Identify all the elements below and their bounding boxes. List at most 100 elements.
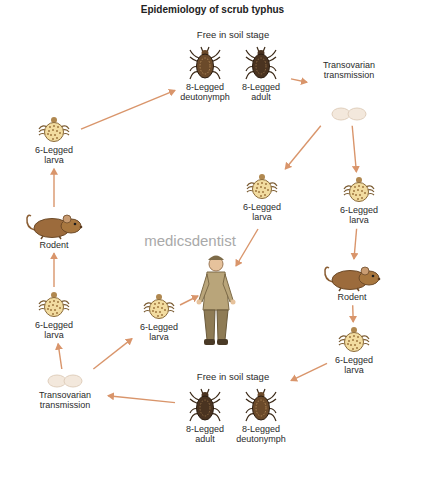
stage-node: 6-Legged larva — [238, 172, 286, 223]
figure-part — [197, 396, 214, 420]
deut-figure — [178, 44, 232, 82]
figure-part — [258, 191, 260, 193]
stage-node: 6-Legged larva — [30, 290, 78, 341]
figure-part — [256, 187, 258, 189]
figure-part — [348, 108, 366, 120]
figure-part — [153, 307, 155, 309]
figure-part — [355, 194, 357, 196]
figure-part — [52, 304, 54, 306]
cycle-arrow — [93, 339, 132, 369]
figure-drawing — [23, 210, 85, 240]
figure-part — [200, 58, 210, 74]
figure-part — [253, 54, 270, 78]
figure-drawing — [245, 44, 277, 82]
figure-part — [361, 197, 363, 199]
figure-part — [361, 190, 363, 192]
cycle-arrow — [53, 253, 54, 287]
figure-part — [155, 311, 157, 313]
cycle-arrow — [352, 126, 356, 172]
figure-part — [158, 302, 160, 304]
figure-part — [246, 50, 255, 58]
figure-part — [267, 189, 269, 191]
figure-drawing — [38, 115, 70, 145]
figure-part — [59, 132, 61, 134]
figure-part — [162, 303, 164, 305]
figure-part — [54, 309, 56, 311]
human-hand — [231, 300, 236, 305]
node-label: Rodent — [320, 292, 384, 302]
figure-part — [56, 137, 58, 139]
figure-drawing — [329, 105, 369, 123]
figure-part — [53, 125, 55, 127]
figure-part — [47, 133, 49, 135]
eggs-figure — [310, 105, 388, 123]
human-hand — [197, 300, 202, 305]
figure-part — [255, 190, 257, 192]
figure-part — [56, 130, 58, 132]
figure-part — [357, 198, 359, 200]
figure-part — [256, 400, 266, 416]
human-leg — [217, 310, 228, 340]
figure-part — [50, 134, 52, 136]
figure-part — [267, 392, 276, 400]
figure-part — [352, 348, 354, 350]
figure-part — [190, 392, 199, 400]
figure-part — [197, 54, 214, 78]
figure-part — [41, 236, 61, 239]
figure-part — [54, 134, 56, 136]
stage-node: 8-Legged adult — [178, 386, 232, 445]
figure-part — [56, 305, 58, 307]
cycle-arrow — [108, 396, 175, 403]
figure-part — [246, 392, 255, 400]
figure-part — [57, 301, 59, 303]
figure-part — [350, 183, 369, 202]
figure-part — [348, 340, 350, 342]
figure-part — [80, 226, 83, 229]
figure-part — [52, 129, 54, 131]
stage-node: 6-Legged larva — [335, 175, 383, 226]
cycle-arrow — [352, 305, 354, 322]
figure-drawing — [143, 292, 175, 322]
figure-part — [358, 185, 360, 187]
deut-figure — [234, 386, 288, 424]
stage-node: 8-Legged deutonymph — [178, 44, 232, 103]
group-heading: Free in soil stage — [178, 372, 288, 383]
figure-part — [157, 306, 159, 308]
figure-part — [257, 183, 259, 185]
human-leg — [204, 310, 215, 340]
figure-part — [264, 194, 266, 196]
stage-node: Transovarian transmission — [310, 60, 388, 123]
figure-drawing — [246, 172, 278, 202]
figure-part — [361, 267, 369, 275]
stage-node: 6-Legged larva — [330, 325, 378, 376]
figure-part — [352, 193, 354, 195]
figure-part — [356, 347, 358, 349]
figure-part — [253, 180, 272, 199]
figure-part — [45, 298, 64, 317]
diagram-title: Epidemiology of scrub typhus — [0, 4, 425, 15]
figure-part — [57, 126, 59, 128]
figure-part — [260, 186, 262, 188]
larva-figure — [30, 290, 78, 320]
bite-arrow — [180, 296, 198, 305]
node-label: 6-Legged larva — [30, 320, 78, 341]
figure-part — [157, 315, 159, 317]
figure-part — [190, 50, 199, 58]
figure-part — [154, 303, 156, 305]
human-arm — [199, 274, 209, 302]
figure-part — [364, 192, 366, 194]
figure-part — [260, 195, 262, 197]
node-label: 8-Legged deutonymph — [234, 424, 288, 445]
stage-node: Rodent — [320, 262, 384, 302]
cycle-arrow — [58, 344, 62, 369]
larva-figure — [30, 115, 78, 145]
figure-part — [49, 301, 51, 303]
figure-drawing — [189, 44, 221, 82]
figure-part — [356, 340, 358, 342]
figure-part — [362, 186, 364, 188]
figure-part — [48, 305, 50, 307]
figure-part — [211, 50, 220, 58]
figure-part — [74, 223, 77, 226]
node-label: 6-Legged larva — [135, 322, 183, 343]
